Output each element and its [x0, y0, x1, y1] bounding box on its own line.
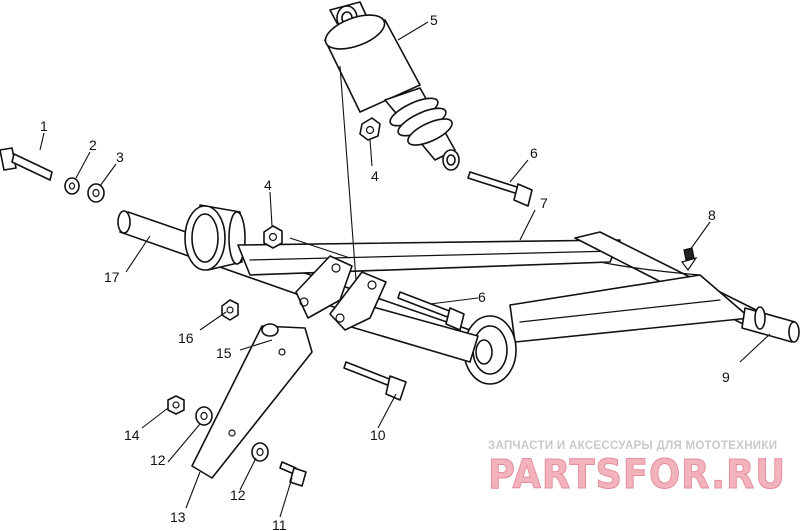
washer-2	[64, 177, 80, 195]
callout-10: 10	[370, 427, 386, 443]
link-arm	[191, 323, 313, 479]
shock-absorber	[324, 1, 460, 171]
watermark-logo: PARTSFOR.RU	[488, 452, 786, 498]
callout-5: 5	[430, 12, 438, 28]
left-mount-bracket	[295, 255, 353, 319]
link-nut-16	[221, 299, 239, 321]
grease-fitting	[680, 247, 698, 272]
alignment-line	[339, 65, 357, 281]
shock-nut	[359, 117, 381, 141]
washer-12-lower	[251, 442, 269, 462]
right-sleeve-ring	[463, 315, 517, 385]
callout-4-frame: 4	[264, 177, 272, 193]
bracket-bolt	[397, 291, 465, 331]
washer-3	[87, 183, 105, 203]
callout-4-shock: 4	[371, 168, 379, 184]
shock-bolt	[467, 171, 533, 207]
callout-1: 1	[40, 118, 48, 134]
watermark-tagline: ЗАПЧАСТИ И АКСЕССУАРЫ ДЛЯ МОТОТЕХНИКИ	[488, 440, 777, 452]
callout-11: 11	[272, 517, 287, 531]
leader-lines	[39, 21, 771, 518]
callout-8: 8	[708, 207, 716, 223]
watermark: ЗАПЧАСТИ И АКСЕССУАРЫ ДЛЯ МОТОТЕХНИКИ PA…	[488, 440, 786, 499]
nut-14	[167, 395, 185, 415]
callout-16: 16	[178, 330, 194, 346]
callout-12-lower: 12	[230, 487, 246, 503]
lower-bolt	[343, 361, 407, 401]
frame-nut	[263, 225, 283, 249]
callout-9: 9	[722, 369, 730, 385]
bolt-11	[279, 461, 307, 487]
callout-3: 3	[116, 149, 124, 165]
right-mount-bracket	[329, 271, 387, 331]
callout-15: 15	[216, 345, 232, 361]
callout-6-bracket: 6	[478, 289, 486, 305]
left-sleeve-ring	[184, 204, 246, 271]
callout-12-upper: 12	[150, 452, 166, 468]
callout-17: 17	[104, 269, 120, 285]
right-axle-stub	[741, 306, 800, 343]
callout-2: 2	[89, 137, 97, 153]
callout-14: 14	[124, 427, 140, 443]
callout-7: 7	[540, 195, 548, 211]
callout-labels: 1 2 3 4 4 5 6 6 7 8 9 10 11 12 12 13 14 …	[40, 12, 730, 531]
bolt-1	[0, 147, 53, 181]
callout-6-shock: 6	[530, 145, 538, 161]
washer-12-upper	[195, 406, 213, 426]
callout-13: 13	[170, 509, 186, 525]
